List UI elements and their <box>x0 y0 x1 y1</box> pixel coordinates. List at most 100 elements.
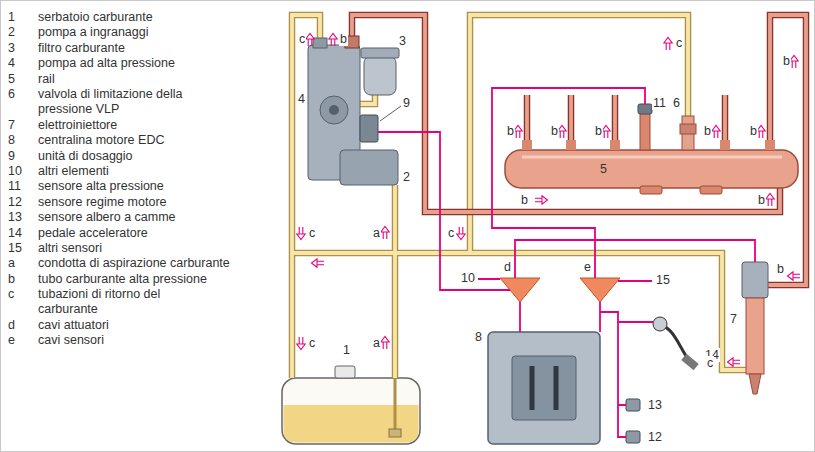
legend-number: 3 <box>8 41 15 56</box>
legend-number: 6 <box>8 87 15 102</box>
callout-number: 11 <box>652 96 667 110</box>
low-pressure-pipe <box>292 15 746 378</box>
sensor-plug <box>638 104 652 114</box>
legend-text: filtro carburante <box>38 41 125 56</box>
strainer <box>389 429 401 437</box>
tank-body <box>282 378 420 444</box>
fuel-level <box>284 405 419 443</box>
flow-arrow <box>514 126 522 139</box>
leader-line <box>380 106 401 121</box>
legend-number: 10 <box>8 164 22 179</box>
legend-text: tubo carburante alta pressione <box>38 272 207 287</box>
flow-arrow <box>297 337 305 350</box>
flow-arrow <box>788 272 801 280</box>
callout-number: 13 <box>647 398 663 412</box>
legend-text: sensore alta pressione <box>38 179 164 194</box>
legend-text: pedale acceleratore <box>38 226 148 241</box>
legend-text: cavi attuatori <box>38 318 109 333</box>
callout-number: 5 <box>600 162 607 176</box>
ecu-slots <box>532 366 556 410</box>
common-rail <box>505 104 798 194</box>
callout-number: 3 <box>398 34 407 48</box>
rail-bracket <box>640 186 662 194</box>
legend-number: c <box>8 287 14 302</box>
legend-text: altri elementi <box>38 164 109 179</box>
flow-letter: c <box>447 226 455 240</box>
legend-number: 9 <box>8 149 15 164</box>
legend-text: pompa ad alta pressione <box>38 56 175 71</box>
flow-letter: c <box>308 336 316 350</box>
tank-cap <box>335 366 355 378</box>
flow-arrow <box>664 38 672 51</box>
fuel-tank <box>282 366 420 444</box>
legend-text: sensore regime motore <box>38 195 167 210</box>
flow-letter: b <box>506 124 515 138</box>
flow-letter: b <box>520 193 529 207</box>
flow-arrow <box>757 126 765 139</box>
flow-arrow <box>312 259 325 267</box>
high-pressure-pipe-outline <box>352 15 806 285</box>
flow-letter: b <box>782 54 791 68</box>
callout-number: 2 <box>402 170 411 184</box>
sensor-bus <box>580 278 620 302</box>
legend-number: e <box>8 333 15 348</box>
low-pressure-pipe-outline <box>292 15 746 378</box>
flow-arrow <box>381 227 389 240</box>
legend-number: 7 <box>8 118 15 133</box>
bus-letter: d <box>503 260 512 274</box>
flow-letter: b <box>757 193 766 207</box>
legend-text: unità di dosaggio <box>38 149 133 164</box>
flow-letter: b <box>550 124 559 138</box>
legend-text: condotta di aspirazione carburante <box>38 256 230 271</box>
flow-letter: b <box>339 32 348 46</box>
callout-number: 7 <box>729 312 738 326</box>
flow-letter: b <box>594 124 603 138</box>
metering-unit <box>360 115 378 142</box>
injector-body <box>746 298 764 374</box>
flow-letter: c <box>706 356 714 370</box>
high-pressure-pump <box>308 36 398 185</box>
legend-number: 8 <box>8 133 15 148</box>
rail-highlight <box>522 156 782 159</box>
signal-wires <box>378 88 755 437</box>
flow-arrows <box>297 34 800 367</box>
callout-number: 6 <box>672 96 681 110</box>
flow-letter: b <box>749 124 758 138</box>
valve-hex <box>680 124 696 134</box>
flow-letter: a <box>372 226 381 240</box>
legend-number: 15 <box>8 241 22 256</box>
legend-text: elettroiniettore <box>38 118 117 133</box>
ecu <box>488 332 600 444</box>
accelerator-pedal <box>653 317 699 370</box>
high-pressure-pipe <box>352 15 806 285</box>
legend-number: b <box>8 272 15 287</box>
flow-arrow <box>329 34 337 47</box>
flow-letter: c <box>308 226 316 240</box>
flow-letter: b <box>776 262 785 276</box>
legend-text: pompa a ingranaggi <box>38 25 149 40</box>
flow-letter: b <box>703 124 712 138</box>
legend-number: 4 <box>8 56 15 71</box>
legend-text: valvola di limitazione della pressione V… <box>38 87 208 118</box>
callout-number: 8 <box>474 330 483 344</box>
pedal-pivot <box>653 317 667 331</box>
legend-text: centralina motore EDC <box>38 133 164 148</box>
rail-body <box>505 150 798 188</box>
flow-arrow <box>457 227 465 240</box>
flow-arrow <box>558 126 566 139</box>
injector <box>742 262 768 394</box>
flow-arrow <box>766 194 774 207</box>
legend-text: serbatoio carburante <box>38 10 153 25</box>
dip-pipe <box>394 378 397 430</box>
legend-text: sensore albero a camme <box>38 210 176 225</box>
pump-shaft <box>329 105 339 115</box>
flow-arrow <box>535 196 548 204</box>
flow-arrow <box>297 227 305 240</box>
gear-pump <box>340 150 398 185</box>
legend-number: 13 <box>8 210 22 225</box>
legend-text: rail <box>38 72 55 87</box>
callout-number: 9 <box>402 96 411 110</box>
flow-arrow <box>602 126 610 139</box>
